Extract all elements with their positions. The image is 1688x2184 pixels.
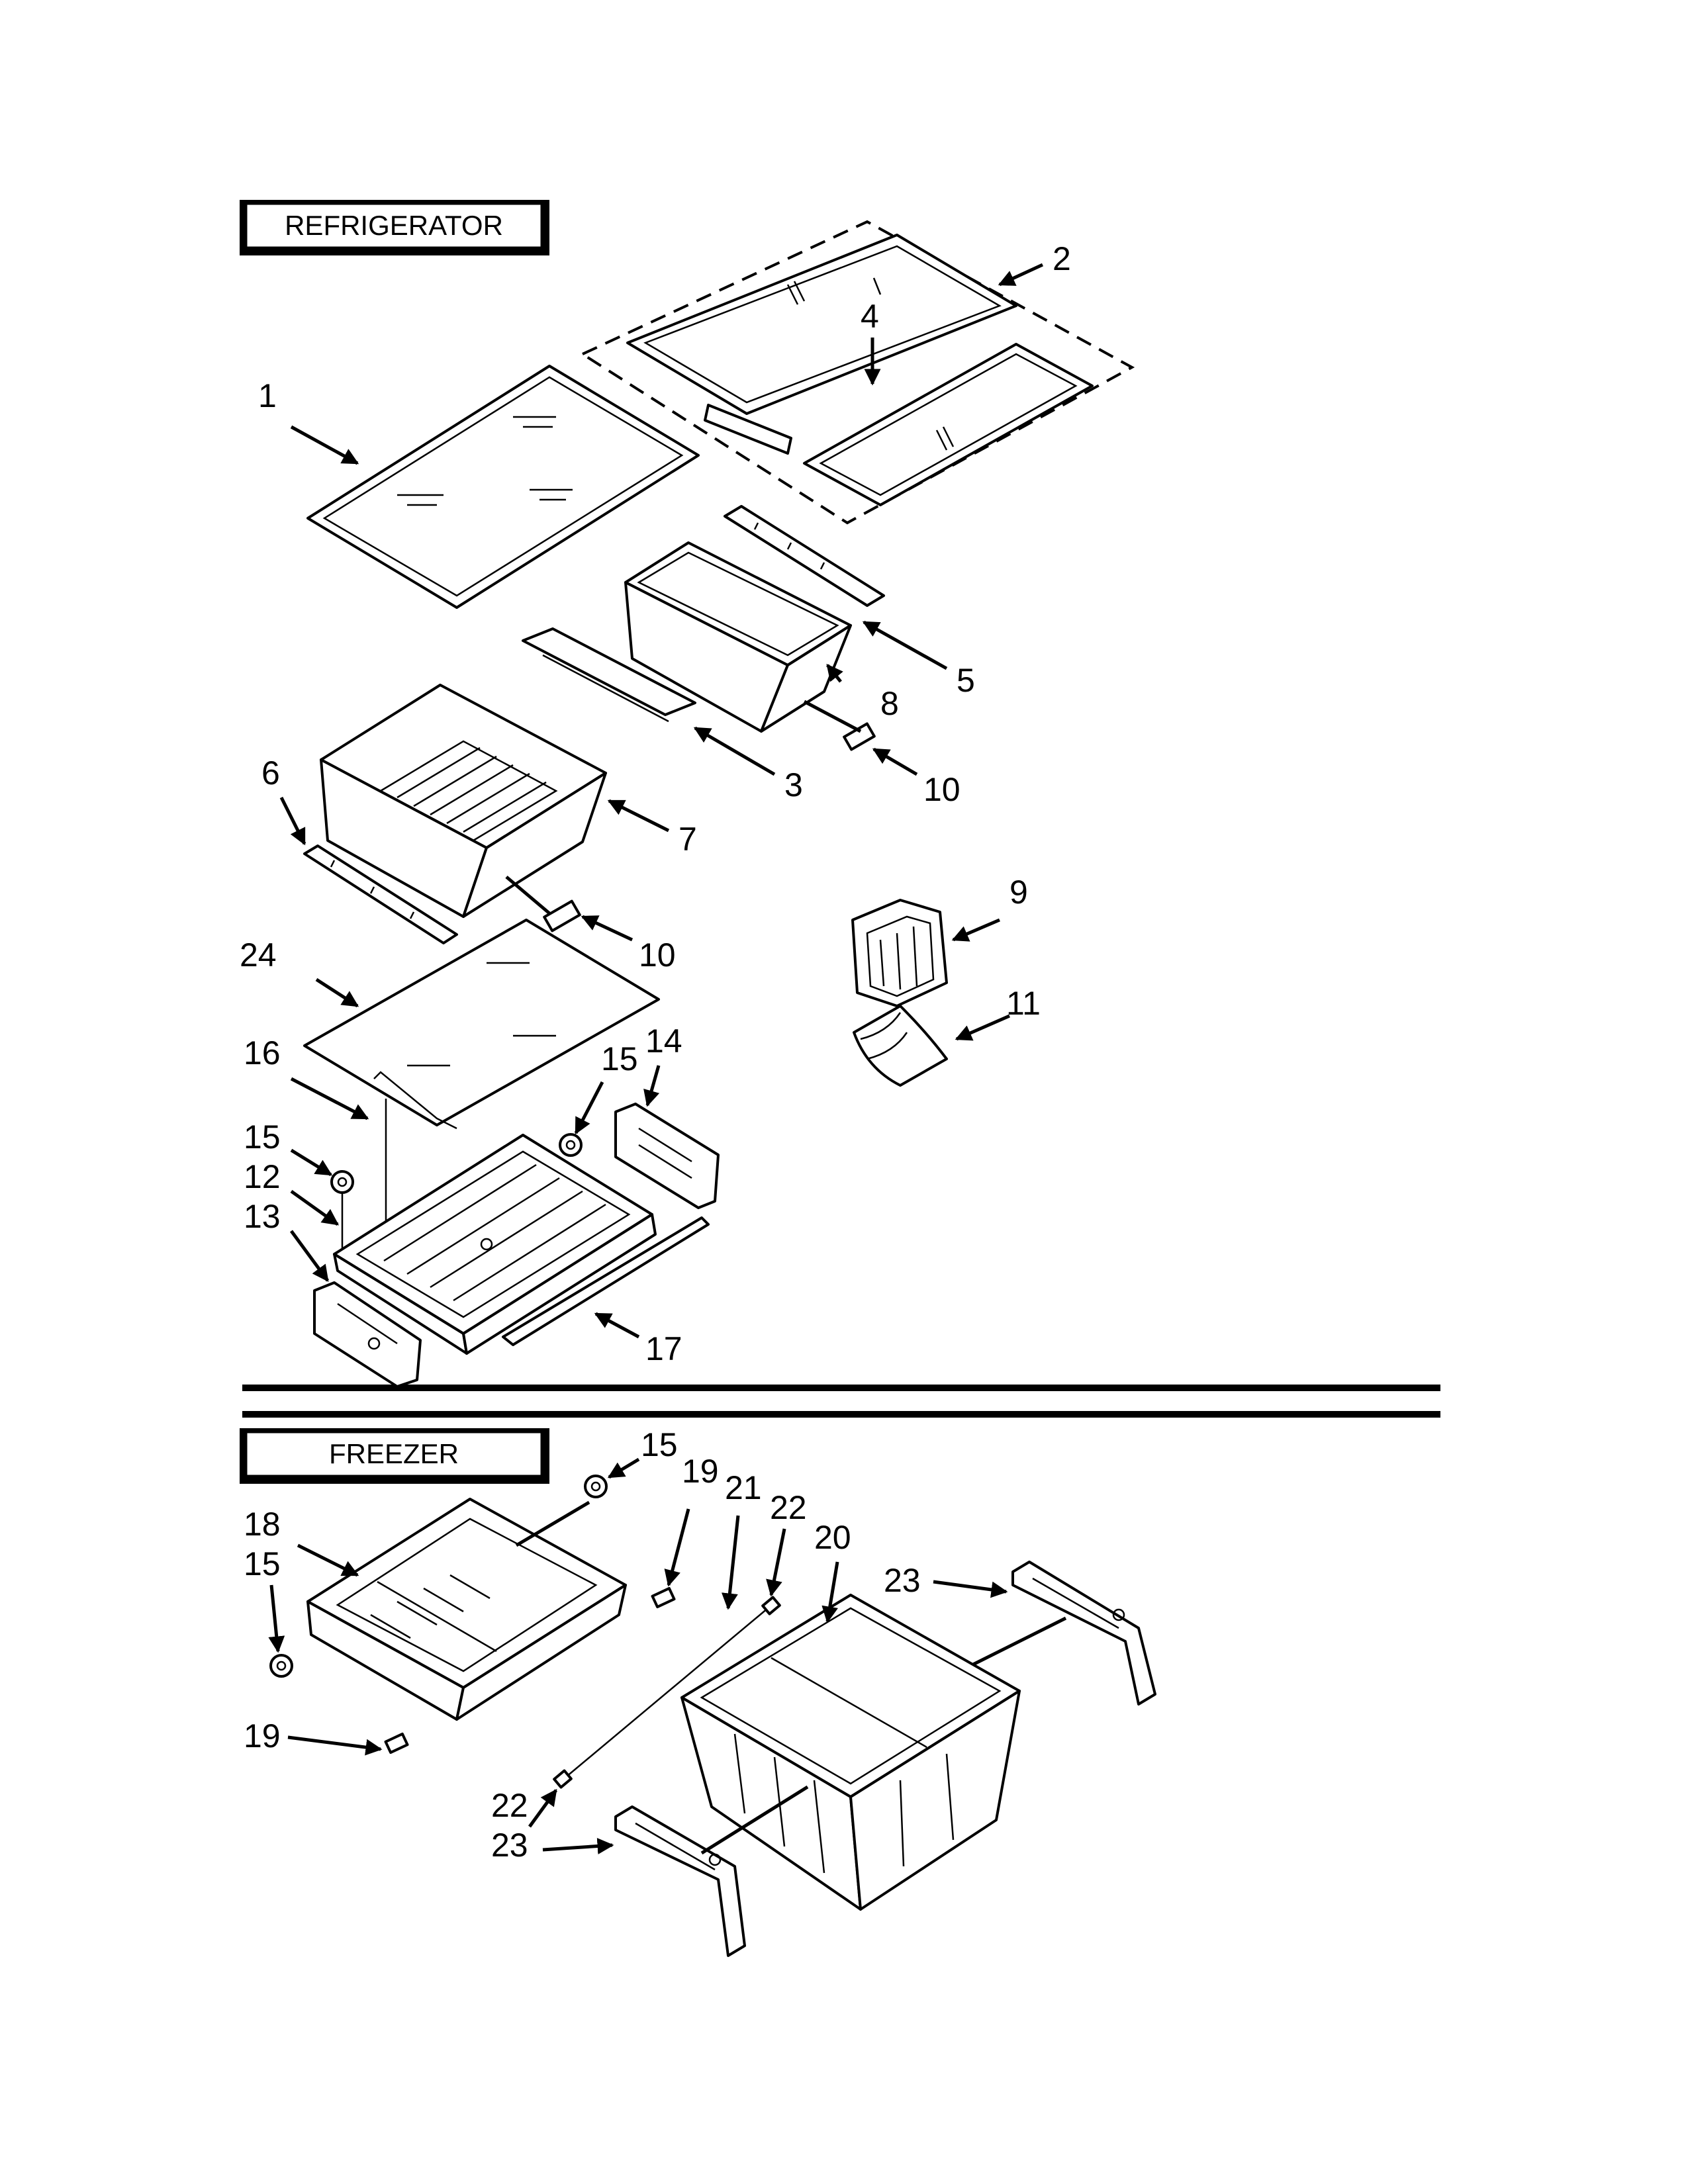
callout-11: 11 [1006,985,1041,1022]
callout-10-upper: 10 [923,771,961,808]
part-15-roller-a [330,1170,354,1194]
part-13-bracket [313,1281,422,1388]
callout-15-d: 15 [244,1545,281,1582]
callout-4: 4 [861,298,879,335]
part-10-slide-lower [543,899,581,933]
part-23-slide-lower [614,1805,746,1957]
part-10-slide-upper [843,722,876,751]
callout-14: 14 [645,1023,682,1060]
callout-9: 9 [1009,874,1028,911]
part-3-cover [522,627,696,723]
callout-12: 12 [244,1158,281,1195]
callout-15-c: 15 [641,1426,678,1463]
callout-23-a: 23 [884,1562,921,1599]
part-21-rod [565,1608,769,1778]
callout-6: 6 [261,754,280,792]
deli-drawer-tray [333,1134,657,1355]
freezer-section-label: FREEZER [240,1428,549,1484]
part-23-slide-upper [1011,1561,1156,1706]
callout-24: 24 [240,936,277,974]
part-20-freezer-bin [680,1594,1021,1911]
part-8-crisper-drawer [624,541,852,733]
part-18-freezer-basket [306,1498,627,1721]
part-15-roller-b [559,1133,583,1157]
part-19-stop-b [384,1732,409,1754]
callout-21: 21 [725,1469,762,1506]
part-24-glass-shelf [303,919,660,1126]
callout-labels: 1 2 4 5 8 3 10 7 6 10 9 24 11 16 15 14 1… [240,240,1071,1864]
callout-16: 16 [244,1034,281,1071]
callout-19-b: 19 [244,1717,281,1754]
callout-10-lower: 10 [639,936,676,974]
part-2-shelf-assembly [579,220,1135,525]
callout-22-a: 22 [770,1489,807,1526]
callout-19-a: 19 [682,1453,719,1490]
part-15-roller-c [584,1475,608,1498]
part-19-stop-a [651,1586,676,1609]
part-15-roller-d [269,1654,293,1678]
callout-7: 7 [679,821,697,858]
refrigerator-section-label: REFRIGERATOR [240,200,549,255]
callout-1: 1 [258,377,277,414]
callout-17: 17 [645,1330,682,1367]
part-11-filter-cartridge [853,1005,948,1087]
part-4-glass-shelf [803,343,1094,506]
svg-text:FREEZER: FREEZER [329,1438,459,1469]
part-22-end-b [553,1769,573,1789]
callout-15-a: 15 [601,1040,638,1077]
section-divider [242,1385,1440,1418]
callout-20: 20 [814,1519,851,1556]
part-9-filter-housing [851,899,948,1007]
callout-2: 2 [1053,240,1071,277]
callout-8: 8 [880,685,899,722]
part-14-bracket [614,1103,720,1209]
part-7-crisper-drawer [320,684,607,918]
callout-22-b: 22 [491,1787,528,1824]
callout-5: 5 [957,662,975,699]
part-6-rail [303,844,458,944]
callout-18: 18 [244,1506,281,1543]
part-22-end-a [761,1596,781,1615]
part-17-rail [502,1216,710,1346]
callout-23-b: 23 [491,1827,528,1864]
leader-lines [268,263,1067,1855]
part-16-rod [373,1071,457,1130]
part-5-rail [724,505,885,607]
svg-text:REFRIGERATOR: REFRIGERATOR [285,210,503,241]
callout-13: 13 [244,1198,281,1235]
callout-3: 3 [784,766,803,803]
callout-15-b: 15 [244,1118,281,1156]
part-1-glass-shelf [306,365,700,609]
